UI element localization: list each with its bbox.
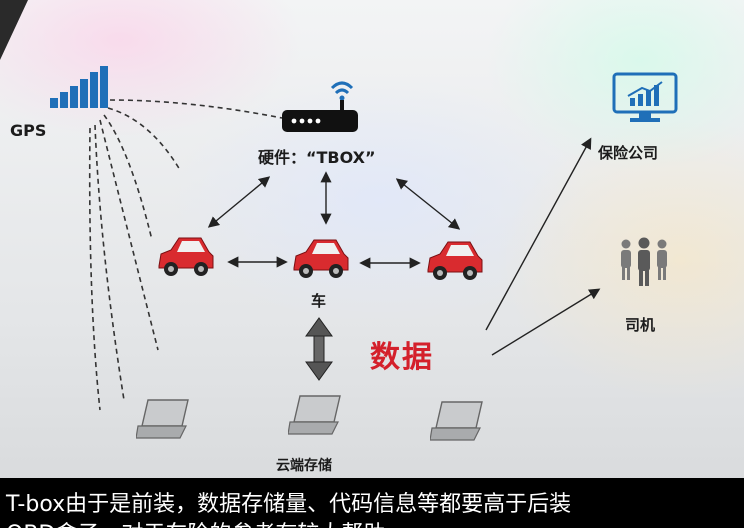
- caption-line-2: OBD盒子，对于车险的参考有较大帮助: [6, 516, 385, 528]
- laptop-icon: [430, 401, 483, 441]
- gps-label: GPS: [10, 121, 47, 140]
- laptop-icon: [136, 399, 189, 439]
- caption-line-1: T-box由于是前装，数据存储量、代码信息等都要高于后装: [6, 492, 572, 517]
- car-icon: [427, 241, 483, 280]
- caption-bar: T-box由于是前装，数据存储量、代码信息等都要高于后装 OBD盒子，对于车险的…: [0, 478, 744, 528]
- people-icon: [621, 237, 667, 286]
- car-label: 车: [311, 292, 327, 310]
- frame-corner: [0, 0, 28, 60]
- arrow-tbox-right-car: [395, 178, 461, 230]
- gps-dashed-links: [88, 99, 283, 411]
- cloud-storage-label: 云端存储: [276, 458, 332, 474]
- data-label: 数据: [370, 340, 434, 375]
- insurance-label: 保险公司: [598, 144, 659, 162]
- car-icon: [293, 239, 349, 278]
- car-icon: [158, 237, 214, 276]
- signal-bars-icon: [50, 66, 108, 108]
- arrow-to-insurance: [485, 137, 592, 331]
- tbox-label: 硬件：“TBOX”: [258, 148, 376, 167]
- router-icon: [282, 81, 358, 132]
- arrow-car-cloud: [305, 317, 333, 381]
- arrow-to-driver: [491, 288, 601, 356]
- laptop-icon: [288, 395, 341, 435]
- arrow-tbox-left-car: [207, 176, 271, 228]
- driver-label: 司机: [625, 316, 656, 334]
- monitor-chart-icon: [612, 72, 678, 122]
